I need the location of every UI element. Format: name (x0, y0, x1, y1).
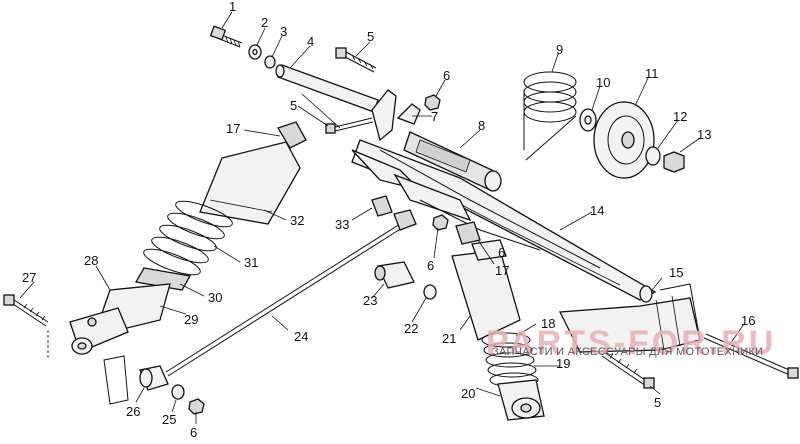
shock-body-part-21 (451, 239, 521, 341)
label-21: 21 (442, 331, 456, 346)
label-5-top: 5 (367, 29, 374, 44)
label-14: 14 (590, 203, 604, 218)
label-29: 29 (184, 312, 198, 327)
eyelet-part-29 (69, 307, 129, 355)
nut-part-6 (424, 94, 441, 111)
arm-frame-part-14 (351, 139, 657, 301)
label-10: 10 (596, 75, 610, 90)
label-26: 26 (126, 404, 140, 419)
eyelet-part-20 (497, 379, 545, 421)
label-6-top: 6 (443, 68, 450, 83)
label-19: 19 (556, 356, 570, 371)
spring-part-18 (481, 332, 539, 388)
nut-part-6-bottom (188, 398, 205, 415)
label-3: 3 (280, 24, 287, 39)
bolt-part-5-middle (325, 117, 374, 134)
spring-part-9 (523, 71, 577, 161)
label-4: 4 (307, 34, 314, 49)
bushing-part-33 (371, 195, 393, 217)
bracket-lower-right (558, 283, 701, 353)
label-6-middle: 6 (427, 258, 434, 273)
washer-part-3 (264, 55, 276, 69)
label-6-right: 6 (498, 245, 505, 260)
label-30: 30 (208, 290, 222, 305)
label-18: 18 (541, 316, 555, 331)
label-6-bottom: 6 (190, 425, 197, 439)
watermark-brand: PARTS-FOR.RU (486, 324, 776, 362)
collar-part-30 (134, 267, 192, 291)
label-23: 23 (363, 293, 377, 308)
label-17-left: 17 (226, 121, 240, 136)
bolt-part-27 (3, 294, 49, 327)
label-12: 12 (673, 109, 687, 124)
shock-reservoir-part-32 (199, 141, 301, 225)
pulley-part-11 (593, 101, 655, 179)
bracket-lower-left (103, 355, 129, 405)
label-22: 22 (404, 321, 418, 336)
washer-part-22 (423, 284, 437, 300)
label-31: 31 (244, 255, 258, 270)
bracket-part-7 (371, 89, 421, 142)
washer-part-25 (171, 384, 185, 400)
washer-part-12 (645, 146, 661, 166)
label-27: 27 (22, 270, 36, 285)
rod-part-24 (165, 209, 417, 377)
label-13: 13 (697, 127, 711, 142)
label-17-right: 17 (495, 263, 509, 278)
label-33: 33 (335, 217, 349, 232)
bolt-part-1 (209, 25, 243, 48)
pivot-tube-part-8 (403, 131, 502, 192)
bushing-part-17-right (455, 221, 481, 245)
label-32: 32 (290, 213, 304, 228)
label-20: 20 (461, 386, 475, 401)
label-5-middle: 5 (290, 98, 297, 113)
label-2: 2 (261, 15, 268, 30)
label-24: 24 (294, 329, 308, 344)
leader-lines (19, 11, 745, 424)
nut-part-13 (663, 151, 685, 173)
bolt-part-5-bottom (601, 351, 655, 389)
label-28: 28 (84, 253, 98, 268)
label-1: 1 (229, 0, 236, 14)
nut-part-6-middle (432, 214, 449, 231)
watermark: PARTS-FOR.RU ЗАПЧАСТИ И АКСЕССУАРЫ ДЛЯ М… (486, 324, 776, 362)
bolt-part-5-top (335, 47, 377, 73)
label-9: 9 (556, 42, 563, 57)
label-25: 25 (162, 412, 176, 427)
end-cap-part-15 (639, 285, 653, 303)
rod-end-part-26 (139, 365, 169, 391)
label-8: 8 (478, 118, 485, 133)
part-labels: 1 2 3 4 5 6 5 7 8 9 10 11 12 13 14 15 16… (22, 0, 755, 440)
bolt-part-16 (703, 333, 799, 379)
label-7: 7 (431, 109, 438, 124)
spacer-part-23 (374, 261, 415, 289)
spring-part-31 (143, 200, 233, 276)
label-16: 16 (741, 313, 755, 328)
label-11: 11 (645, 66, 659, 81)
watermark-tagline: ЗАПЧАСТИ И АКСЕССУАРЫ ДЛЯ МОТОТЕХНИКИ (492, 346, 763, 358)
label-15: 15 (669, 265, 683, 280)
label-5-bottom: 5 (654, 395, 661, 410)
